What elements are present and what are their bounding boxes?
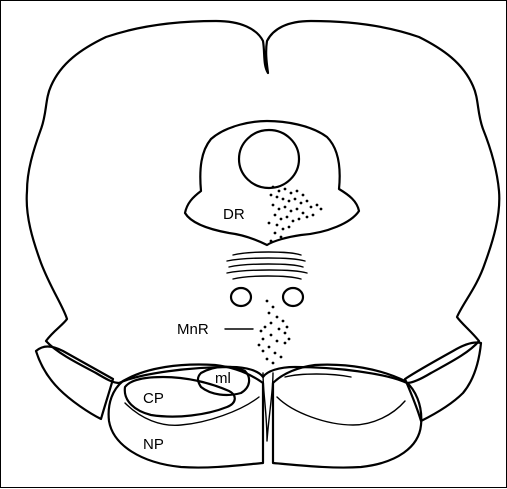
cerebral-aqueduct — [239, 130, 299, 188]
right-np-inner-2 — [285, 374, 351, 377]
left-lateral-lobe — [36, 347, 113, 420]
left-small-nucleus — [231, 288, 251, 306]
midline-fissure — [263, 373, 273, 441]
label-mnr: MnR — [177, 321, 209, 338]
right-np-inner — [277, 397, 405, 425]
mnr-stippling — [258, 300, 291, 365]
label-dr: DR — [223, 206, 245, 223]
decussation-lines — [227, 252, 307, 279]
label-cp: CP — [143, 390, 164, 407]
label-np: NP — [143, 436, 164, 453]
periaqueductal-region — [185, 121, 359, 245]
right-small-nucleus — [283, 288, 303, 306]
label-ml: ml — [215, 370, 231, 387]
brainstem-outline — [27, 21, 500, 383]
